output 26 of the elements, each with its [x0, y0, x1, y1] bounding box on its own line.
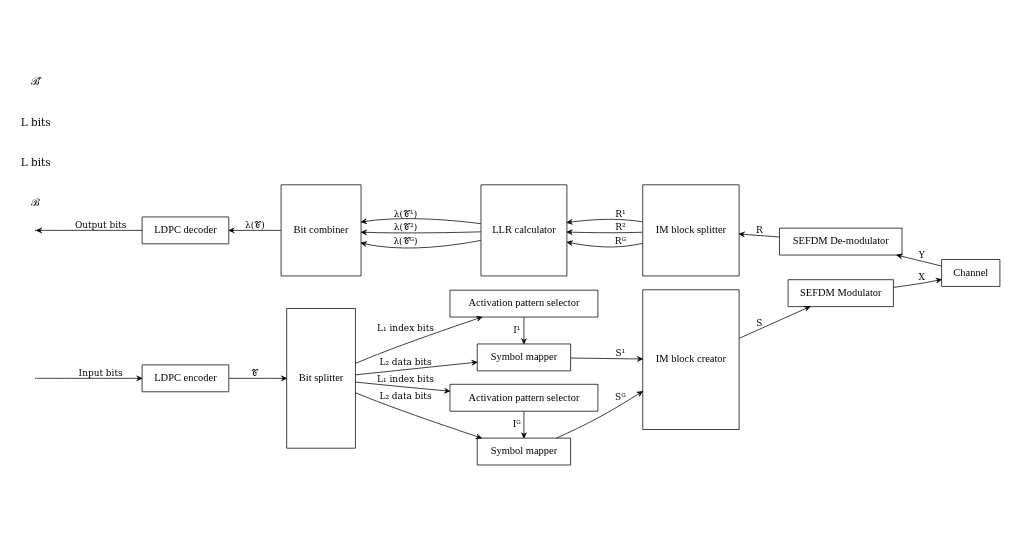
edge-label: X [918, 271, 926, 282]
edge-label: Input bits [78, 367, 123, 378]
edge-label: λ(𝒞¹) [393, 208, 418, 219]
edge-label: S [756, 317, 763, 328]
edge-label: Sᴳ [615, 391, 626, 402]
edge-label: R¹ [615, 208, 626, 219]
edge-label: λ(𝒞ᴳ) [393, 235, 418, 246]
edge-label: S¹ [615, 347, 626, 358]
edge-label: L₂ data bits [379, 356, 432, 367]
label: ℬ [31, 195, 41, 208]
edge-label: Rᴳ [614, 235, 626, 246]
edge-label: L₁ index bits [377, 322, 434, 333]
edge-label: Y [918, 249, 925, 260]
label: ℬ̂ [31, 74, 41, 87]
edge-label: λ(𝒞²) [393, 221, 418, 232]
edge-label: R² [615, 221, 626, 232]
edge-label: λ(𝒞) [245, 219, 265, 230]
edge-label: L₁ index bits [377, 373, 434, 384]
edge-label: I¹ [513, 324, 521, 335]
edge-label: Iᴳ [512, 418, 521, 429]
edge-label: R [755, 224, 763, 235]
edge-label: Output bits [74, 219, 127, 230]
label: L bits [20, 155, 51, 168]
edge-label: 𝒞 [251, 367, 259, 378]
label: L bits [20, 115, 51, 128]
edge-label: L₂ data bits [379, 390, 432, 401]
